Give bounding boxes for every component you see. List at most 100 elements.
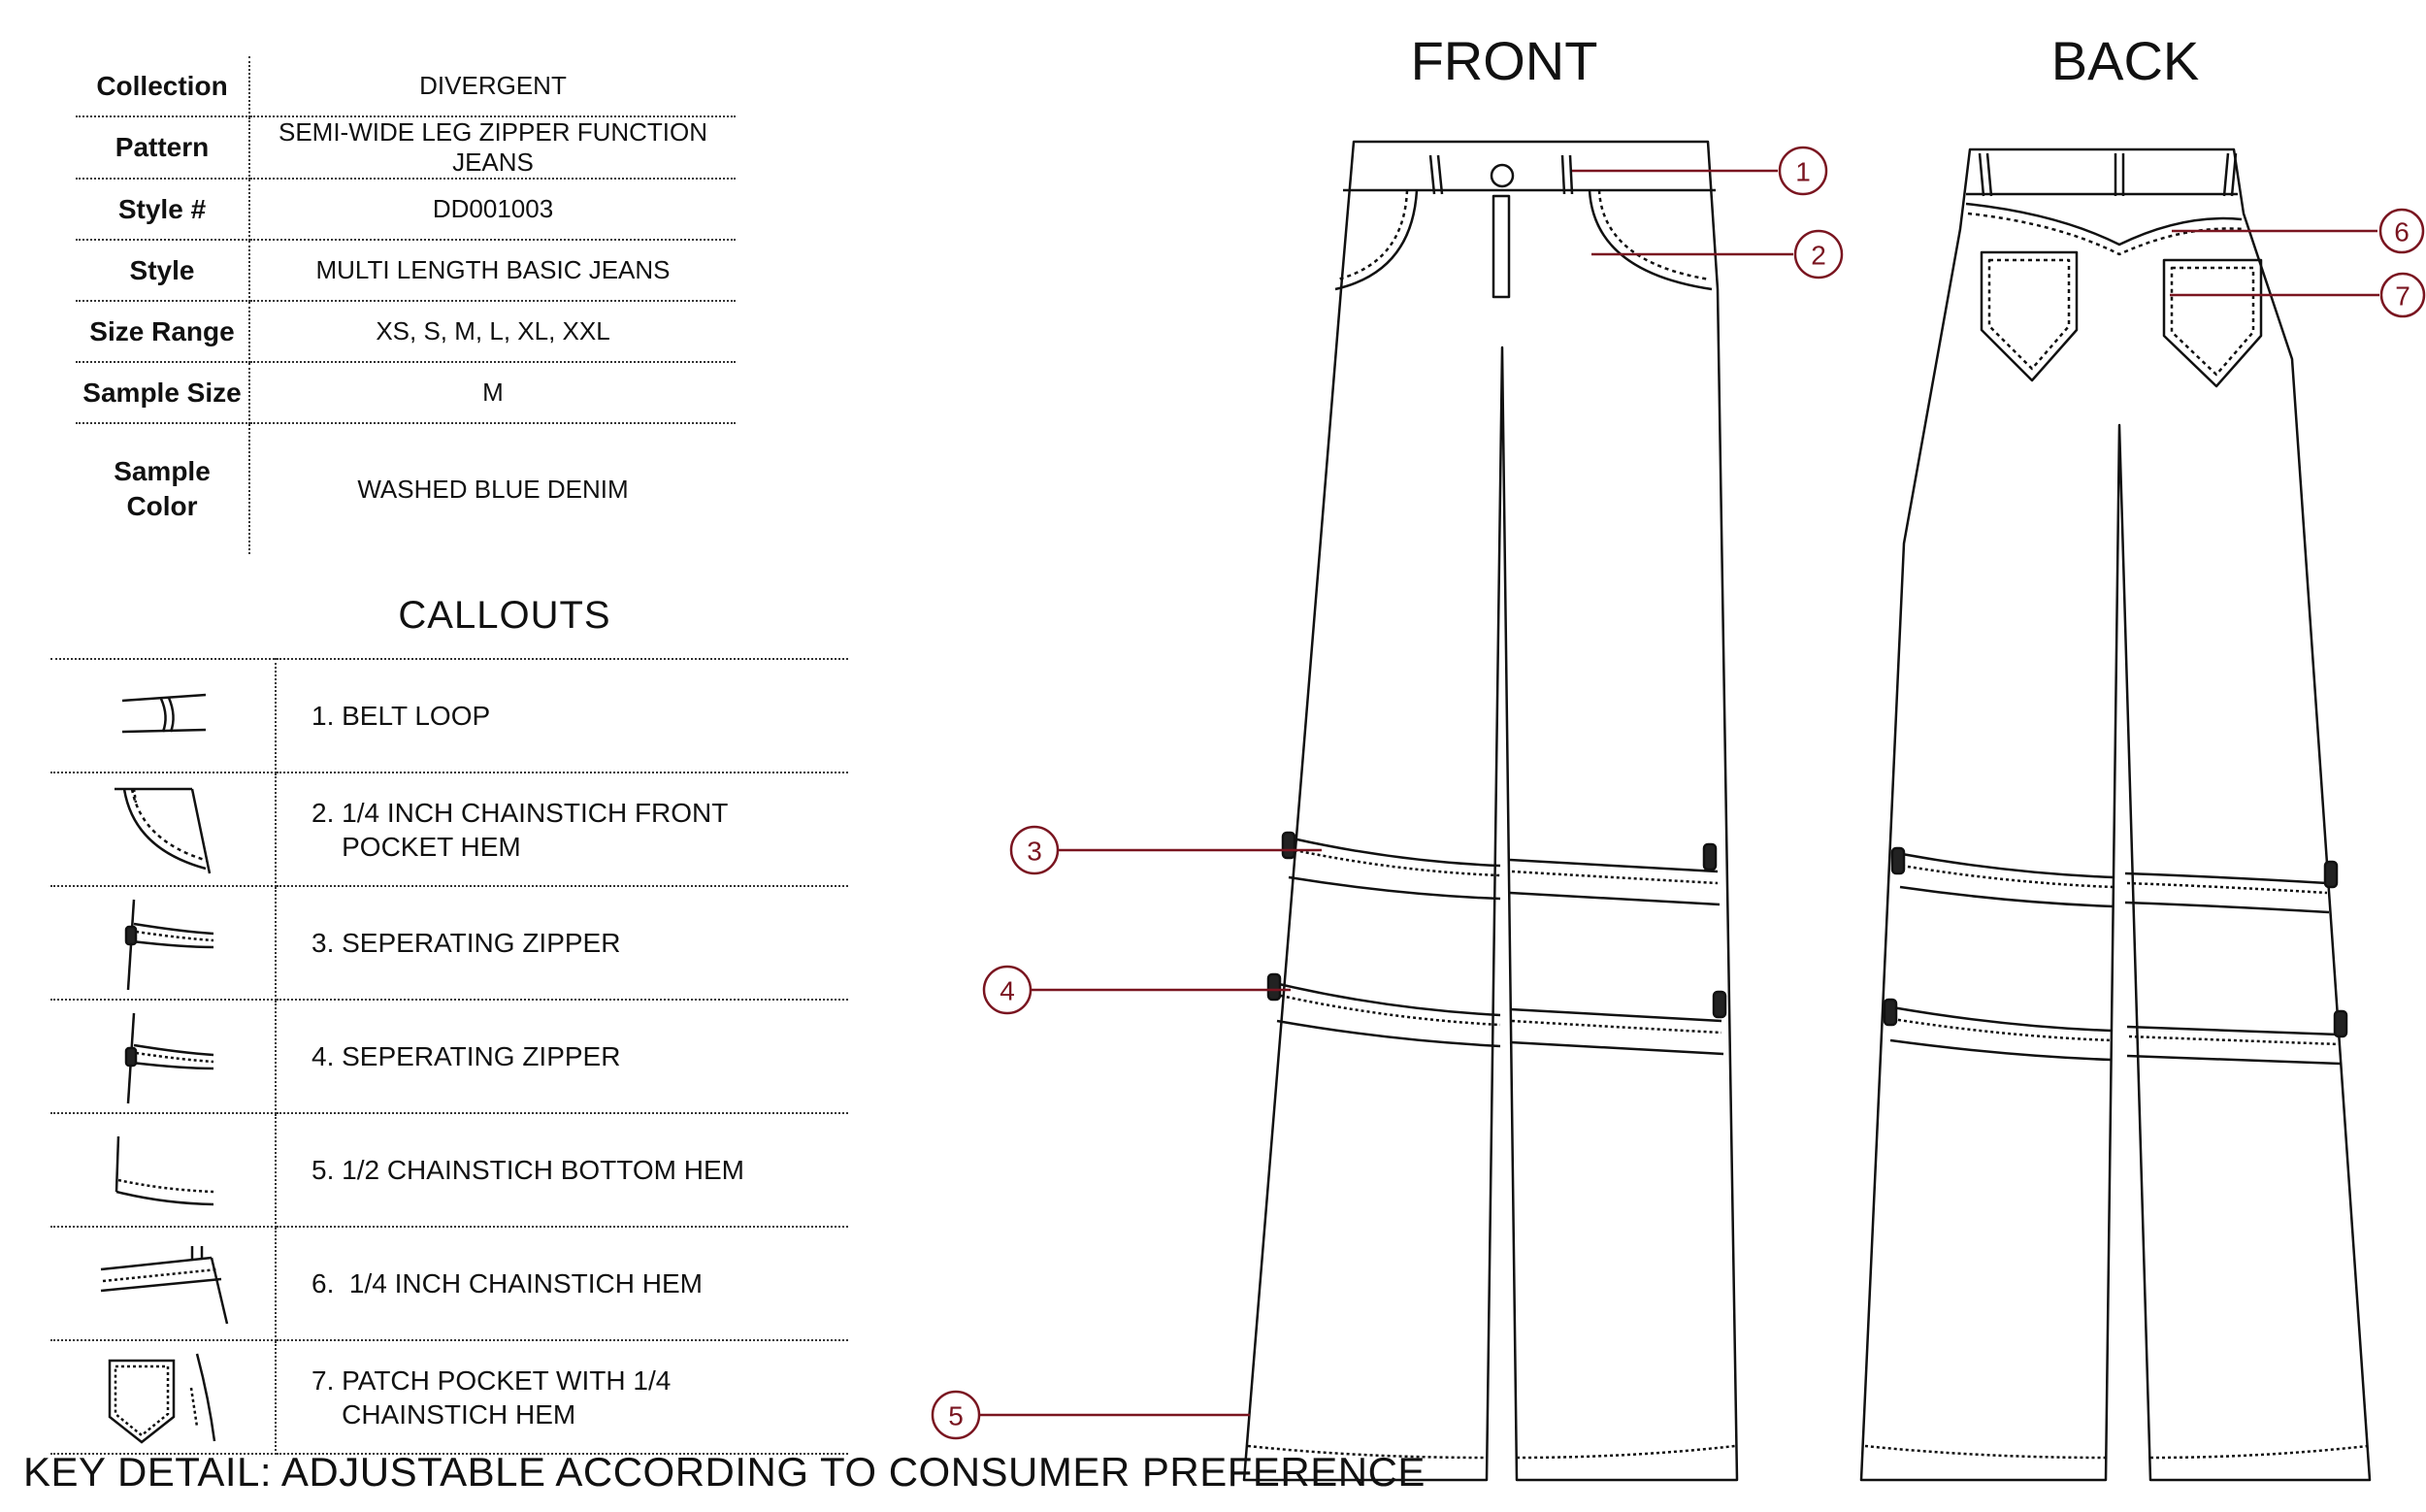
spec-label: Sample Color bbox=[76, 423, 250, 554]
zipper-icon bbox=[50, 1000, 277, 1114]
front-pocket-left-stitch bbox=[1336, 189, 1409, 281]
front-belt-loop bbox=[1560, 154, 1566, 195]
callout-row: 2. 1/4 INCH CHAINSTICH FRONT POCKET HEM bbox=[50, 772, 848, 887]
back-patch-pocket-left-stitch bbox=[1987, 258, 2071, 371]
callout-marker-1 bbox=[1778, 146, 1828, 196]
back-yoke bbox=[1965, 202, 2243, 247]
back-zip-band-1 bbox=[1899, 885, 2115, 908]
callout-number-6: 6 bbox=[2394, 217, 2410, 247]
callout-marker-3 bbox=[1009, 825, 1060, 875]
spec-label: Size Range bbox=[76, 301, 250, 363]
callout-text: 3. SEPERATING ZIPPER bbox=[276, 886, 848, 1001]
front-pocket-right bbox=[1588, 189, 1713, 291]
back-belt-loop bbox=[2230, 152, 2238, 197]
back-zipper-pull bbox=[1890, 846, 1906, 875]
callout-text: 5. 1/2 CHAINSTICH BOTTOM HEM bbox=[276, 1113, 848, 1228]
back-zip-band-1-stitch bbox=[2126, 881, 2328, 895]
callout-text: 4. SEPERATING ZIPPER bbox=[276, 1000, 848, 1114]
callout-number-4: 4 bbox=[1000, 976, 1015, 1006]
back-jeans-outline bbox=[1859, 148, 2372, 1482]
callout-marker-5 bbox=[931, 1390, 981, 1440]
callout-number-2: 2 bbox=[1811, 241, 1826, 271]
callout-row: 3. SEPERATING ZIPPER bbox=[50, 886, 848, 1001]
yoke-hem-icon bbox=[50, 1227, 277, 1341]
front-jeans-outline bbox=[1242, 140, 1739, 1482]
callout-row: 1. BELT LOOP bbox=[50, 659, 848, 773]
callouts-title: CALLOUTS bbox=[398, 594, 611, 637]
spec-label: Style bbox=[76, 240, 250, 302]
front-zipper-pull bbox=[1702, 842, 1718, 871]
callout-text: 6. 1/4 INCH CHAINSTICH HEM bbox=[276, 1227, 848, 1341]
back-patch-pocket-left bbox=[1980, 250, 2079, 382]
callout-marker-6 bbox=[2378, 208, 2425, 254]
key-detail: KEY DETAIL: ADJUSTABLE ACCORDING TO CONS… bbox=[23, 1449, 1426, 1495]
front-zip-band-2 bbox=[1509, 1040, 1724, 1056]
front-fly bbox=[1492, 194, 1511, 299]
back-belt-loop bbox=[2222, 152, 2230, 197]
callouts-table: 1. BELT LOOP 2. 1/4 INCH CHAINSTICH FRON… bbox=[50, 658, 848, 1455]
front-belt-loop bbox=[1428, 154, 1436, 195]
back-patch-pocket-right-stitch bbox=[2170, 266, 2255, 377]
callout-text: 7. PATCH POCKET WITH 1/4 CHAINSTICH HEM bbox=[276, 1340, 848, 1455]
front-zip-band-1 bbox=[1292, 837, 1501, 868]
front-view-title: FRONT bbox=[1410, 30, 1598, 91]
callout-marker-4 bbox=[982, 965, 1033, 1015]
back-zip-band-2 bbox=[2126, 1025, 2340, 1036]
back-zip-band-1 bbox=[2124, 871, 2328, 885]
back-zipper-pull bbox=[2333, 1009, 2348, 1038]
spec-value: MULTI LENGTH BASIC JEANS bbox=[249, 240, 736, 302]
spec-value: XS, S, M, L, XL, XXL bbox=[249, 301, 736, 363]
front-zipper-pull bbox=[1266, 972, 1282, 1002]
belt-loop-icon bbox=[50, 659, 277, 773]
callout-marker-2 bbox=[1793, 229, 1844, 279]
front-bottom-hem-stitch bbox=[1516, 1444, 1736, 1460]
back-zip-band-2-stitch bbox=[2128, 1035, 2340, 1046]
front-jeans bbox=[1242, 140, 1739, 1482]
back-bottom-hem-stitch bbox=[1864, 1444, 2107, 1460]
callout-number-1: 1 bbox=[1795, 157, 1811, 187]
callout-text: 2. 1/4 INCH CHAINSTICH FRONT POCKET HEM bbox=[276, 772, 848, 887]
callout-row: 7. PATCH POCKET WITH 1/4 CHAINSTICH HEM bbox=[50, 1340, 848, 1455]
spec-value: M bbox=[249, 362, 736, 424]
front-zip-band-2 bbox=[1278, 982, 1501, 1017]
back-view-title: BACK bbox=[2050, 30, 2200, 91]
back-zip-band-1 bbox=[1901, 852, 2115, 879]
front-button bbox=[1490, 163, 1515, 188]
front-zip-band-1-stitch bbox=[1511, 870, 1719, 885]
front-zip-band-2-stitch bbox=[1280, 994, 1501, 1027]
zipper-icon bbox=[50, 886, 277, 1001]
back-yoke-stitch bbox=[1967, 212, 2245, 256]
front-zip-band-2 bbox=[1509, 1007, 1722, 1023]
spec-value: SEMI-WIDE LEG ZIPPER FUNCTION JEANS bbox=[249, 116, 736, 180]
back-bottom-hem-stitch bbox=[2149, 1444, 2369, 1460]
front-zip-band-1 bbox=[1509, 891, 1721, 906]
back-zip-band-2 bbox=[1889, 1038, 2113, 1062]
back-belt-loop bbox=[1985, 152, 1993, 197]
front-zip-band-1 bbox=[1288, 875, 1501, 901]
spec-label: Style # bbox=[76, 179, 250, 241]
back-zipper-pull bbox=[1883, 998, 1898, 1027]
front-bottom-hem-stitch bbox=[1247, 1444, 1488, 1460]
callout-number-5: 5 bbox=[948, 1401, 964, 1431]
back-belt-loop bbox=[1978, 152, 1985, 197]
spec-row: Style #DD001003 bbox=[76, 179, 736, 241]
back-zip-band-2 bbox=[2126, 1054, 2342, 1066]
bottom-hem-icon bbox=[50, 1113, 277, 1228]
back-jeans bbox=[1859, 148, 2372, 1482]
patch-pocket-icon bbox=[50, 1340, 277, 1455]
callout-row: 5. 1/2 CHAINSTICH BOTTOM HEM bbox=[50, 1113, 848, 1228]
spec-value: DIVERGENT bbox=[249, 56, 736, 117]
front-zip-band-2 bbox=[1276, 1019, 1501, 1048]
front-belt-loop bbox=[1568, 154, 1574, 195]
callout-row: 6. 1/4 INCH CHAINSTICH HEM bbox=[50, 1227, 848, 1341]
back-zipper-pull bbox=[2323, 860, 2339, 889]
spec-label: Sample Size bbox=[76, 362, 250, 424]
callout-number-7: 7 bbox=[2395, 281, 2410, 312]
front-pocket-hem-icon bbox=[50, 772, 277, 887]
